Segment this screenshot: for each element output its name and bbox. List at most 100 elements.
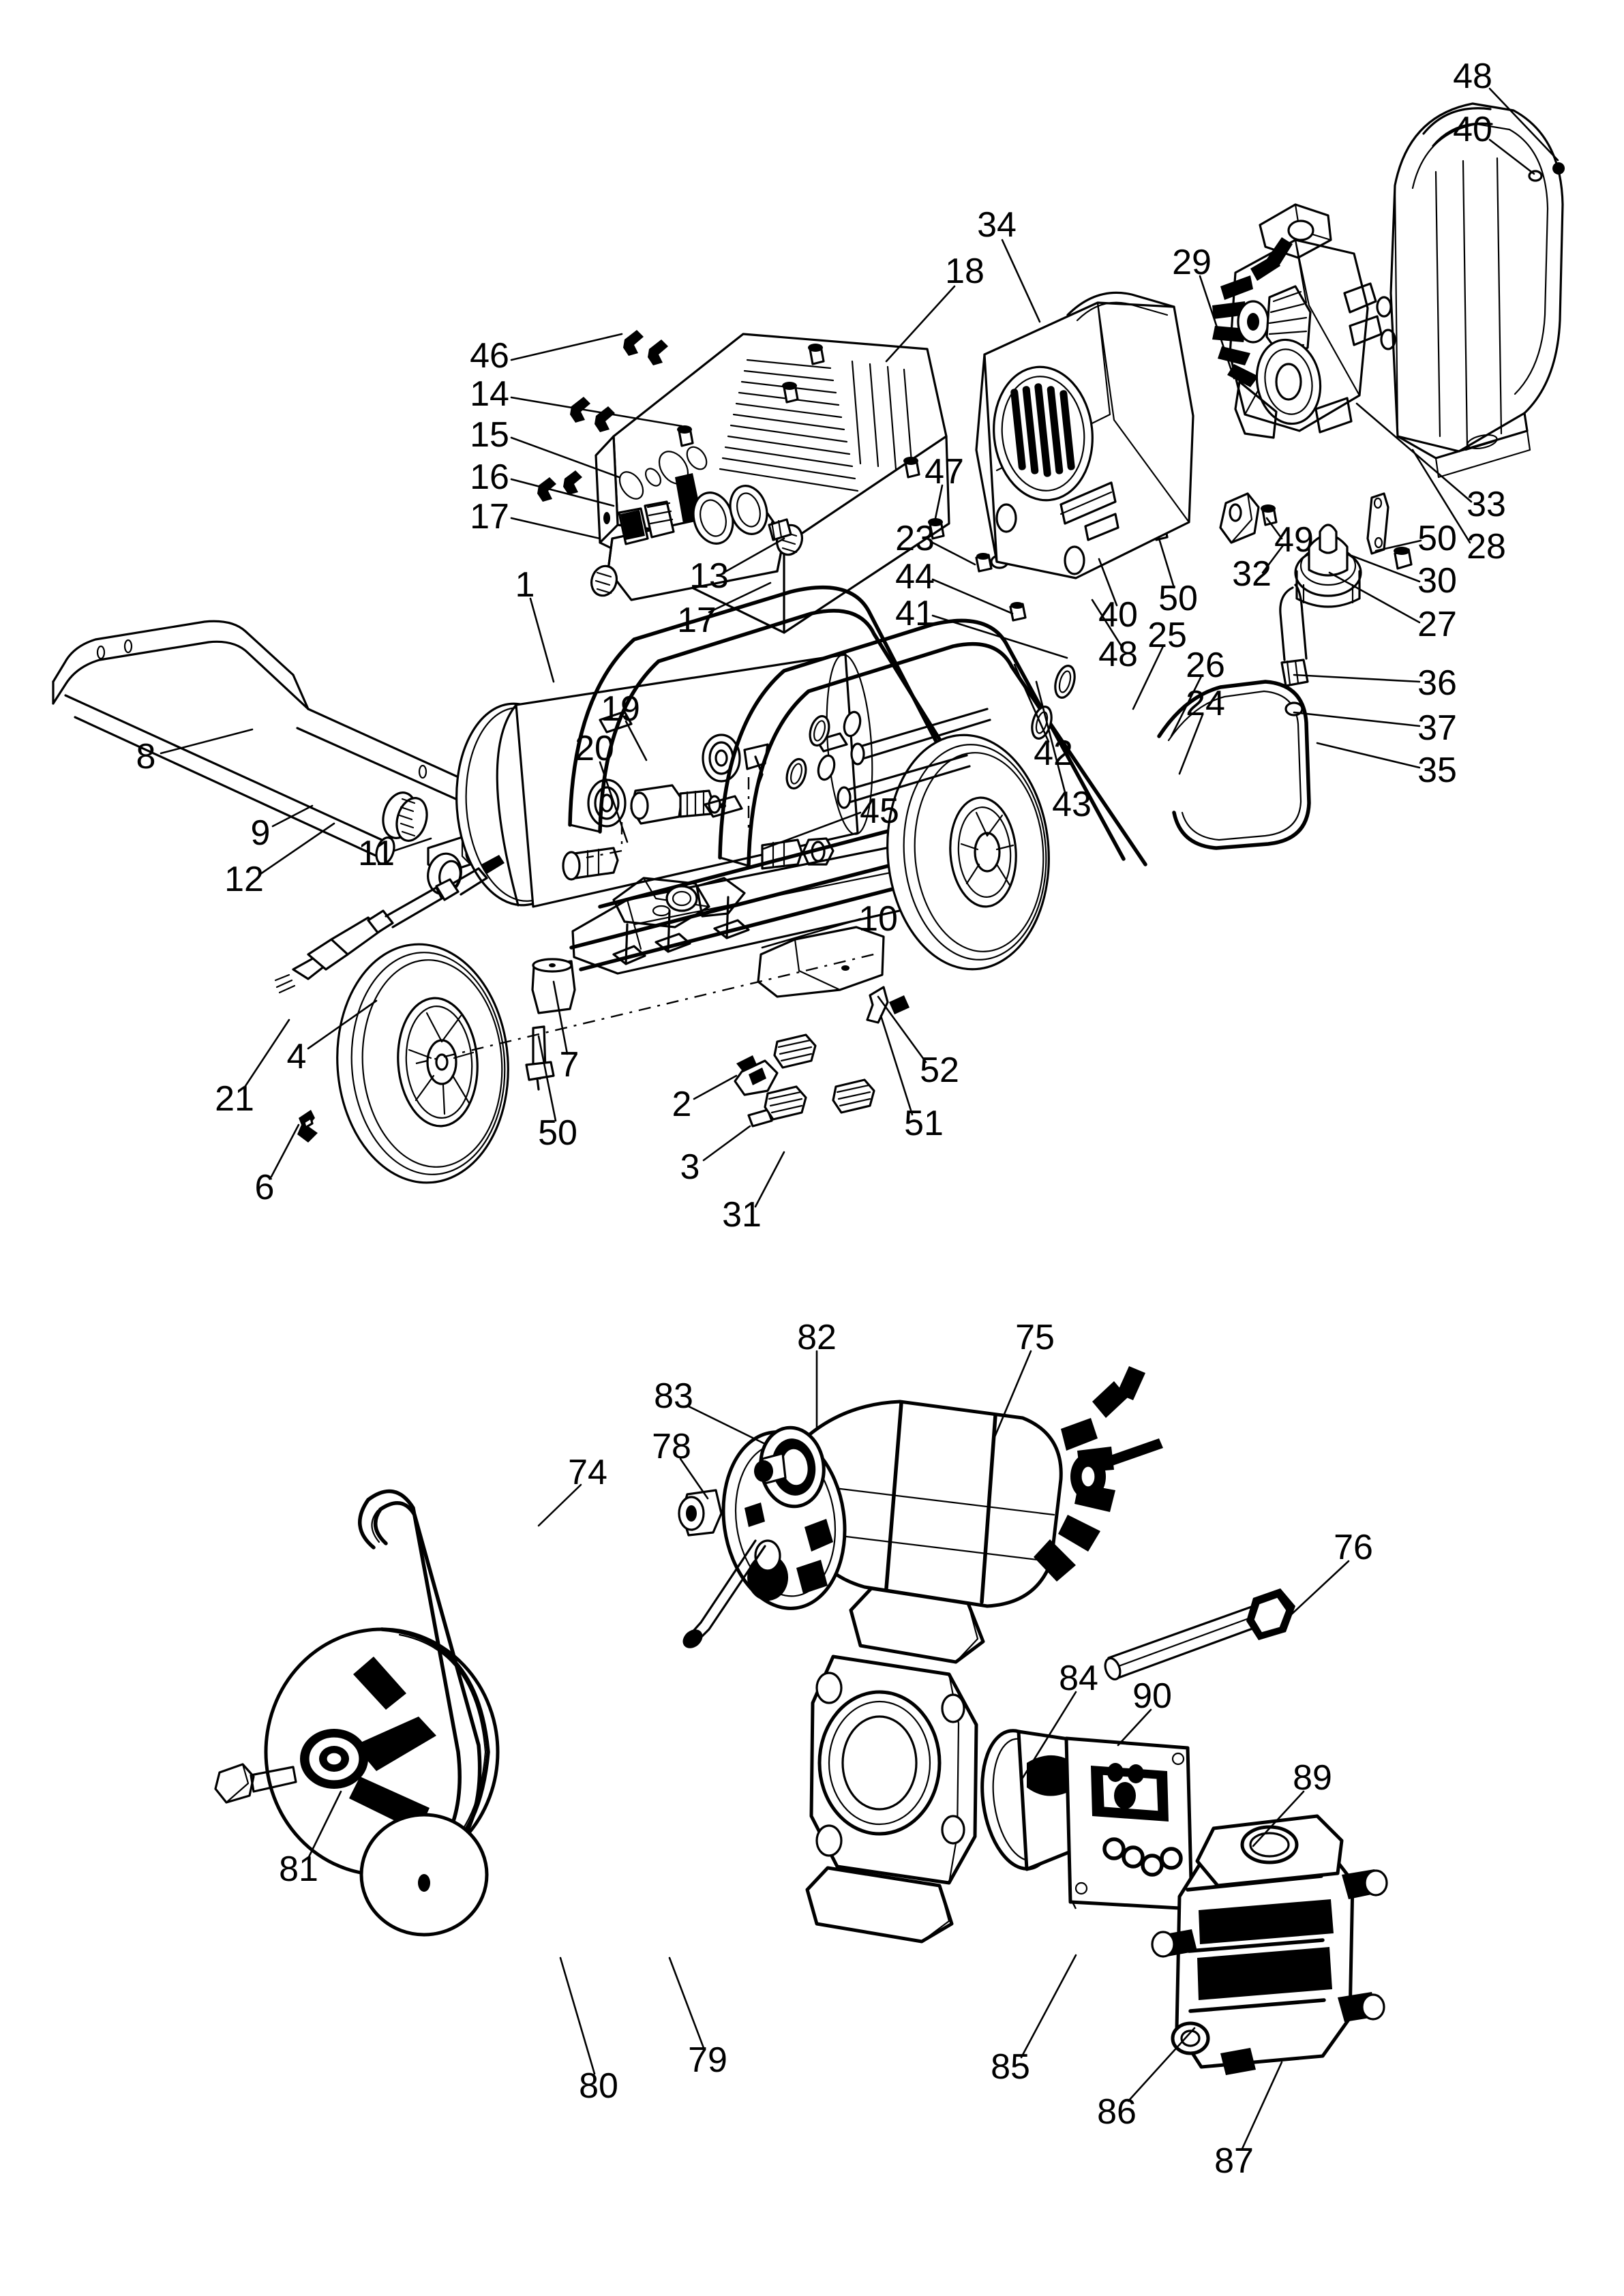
leader-line-44 <box>931 578 1014 615</box>
leader-line-43 <box>1035 680 1066 794</box>
callout-35: 35 <box>1417 751 1457 790</box>
leader-line-14 <box>510 396 683 427</box>
callout-41: 41 <box>895 594 935 633</box>
callout-50a: 50 <box>1417 519 1457 558</box>
part-electric-motor <box>678 1366 1163 1664</box>
leader-line-83 <box>686 1404 766 1445</box>
callout-28: 28 <box>1467 527 1506 567</box>
leader-line-46 <box>510 333 623 361</box>
leader-line-37 <box>1293 711 1421 727</box>
callout-27: 27 <box>1417 605 1457 644</box>
part-wheel <box>336 943 509 1184</box>
callout-46: 46 <box>470 336 509 376</box>
callout-29: 29 <box>1172 243 1212 282</box>
part-small-clip <box>297 1110 318 1143</box>
part-roll-cage-frame <box>568 586 1147 998</box>
callout-89: 89 <box>1293 1758 1332 1798</box>
leader-line-78 <box>679 1457 709 1500</box>
callout-83: 83 <box>654 1376 693 1416</box>
leader-line-40b <box>1098 558 1118 607</box>
leader-line-36 <box>1293 674 1421 683</box>
part-long-bolt <box>1104 1588 1295 1681</box>
callout-40b: 40 <box>1098 595 1138 635</box>
leader-line-89 <box>1252 1790 1305 1847</box>
callout-15: 15 <box>470 415 509 455</box>
callout-48b: 48 <box>1098 635 1138 674</box>
part-flywheel-belt <box>214 1489 500 1937</box>
leader-line-3 <box>702 1125 751 1162</box>
leader-line-50c <box>537 1035 557 1122</box>
callout-52: 52 <box>920 1051 959 1090</box>
leader-line-48 <box>1488 87 1559 162</box>
callout-leader-lines <box>160 87 1559 2150</box>
leader-line-2 <box>693 1074 738 1100</box>
callout-2: 2 <box>672 1085 692 1124</box>
callout-21: 21 <box>215 1079 254 1119</box>
leader-line-30 <box>1350 554 1421 583</box>
callout-17: 17 <box>470 497 509 537</box>
callout-51: 51 <box>904 1104 944 1143</box>
callout-11: 11 <box>358 834 395 873</box>
callout-48: 48 <box>1453 57 1492 96</box>
leader-line-12 <box>259 822 335 875</box>
leader-line-17 <box>510 517 601 540</box>
leader-line-13 <box>725 537 785 573</box>
part-cylinder-head <box>1151 1814 1388 2075</box>
callout-20: 20 <box>575 729 614 768</box>
leader-line-74 <box>537 1483 582 1527</box>
callout-33: 33 <box>1467 485 1506 524</box>
callout-75: 75 <box>1015 1318 1055 1357</box>
callout-42: 42 <box>1034 734 1073 773</box>
leader-line-47 <box>933 484 944 526</box>
leader-line-31 <box>754 1151 785 1208</box>
callout-4: 4 <box>286 1037 307 1076</box>
leader-line-20 <box>599 761 629 843</box>
callout-74: 74 <box>568 1453 607 1492</box>
leader-line-26 <box>1170 675 1203 738</box>
part-axle-hardware <box>415 952 880 1091</box>
callout-47: 47 <box>924 452 964 492</box>
callout-10: 10 <box>858 899 898 939</box>
leader-line-16 <box>510 478 615 507</box>
callout-50c: 50 <box>538 1113 577 1153</box>
leader-line-4 <box>307 999 378 1050</box>
callout-79: 79 <box>688 2040 727 2080</box>
part-console-cover <box>537 330 950 634</box>
leader-line-27 <box>1328 571 1421 624</box>
callout-37: 37 <box>1417 708 1457 748</box>
callout-36: 36 <box>1417 663 1457 703</box>
callout-12: 12 <box>224 860 264 899</box>
part-hose-loop <box>1157 584 1311 850</box>
leader-line-17b <box>708 581 772 614</box>
leader-line-18 <box>885 285 956 363</box>
leader-line-19 <box>625 720 648 761</box>
callout-26: 26 <box>1186 646 1225 685</box>
callout-84: 84 <box>1059 1659 1098 1698</box>
leader-line-9 <box>271 804 314 828</box>
callout-9: 9 <box>250 813 271 853</box>
leader-line-40 <box>1488 138 1535 175</box>
leader-line-80 <box>559 1957 596 2075</box>
callout-85: 85 <box>991 2047 1030 2087</box>
callout-30: 30 <box>1417 561 1457 601</box>
callout-45: 45 <box>860 791 899 831</box>
callout-8: 8 <box>136 737 156 776</box>
leader-line-8 <box>160 728 254 755</box>
callout-24: 24 <box>1186 684 1225 723</box>
leader-line-24 <box>1178 713 1204 775</box>
leader-line-45 <box>762 811 862 850</box>
leader-line-75 <box>993 1350 1032 1440</box>
part-shroud-housing <box>975 291 1194 579</box>
callout-3: 3 <box>680 1147 700 1187</box>
leader-line-79 <box>668 1957 705 2049</box>
callout-19: 19 <box>601 689 640 729</box>
leader-line-86 <box>1127 2027 1196 2102</box>
callout-43: 43 <box>1052 785 1092 824</box>
callout-32: 32 <box>1232 554 1272 594</box>
leader-line-84 <box>1021 1691 1077 1779</box>
callout-23: 23 <box>895 519 935 558</box>
callout-76: 76 <box>1334 1528 1373 1567</box>
leader-line-48b <box>1091 599 1123 648</box>
